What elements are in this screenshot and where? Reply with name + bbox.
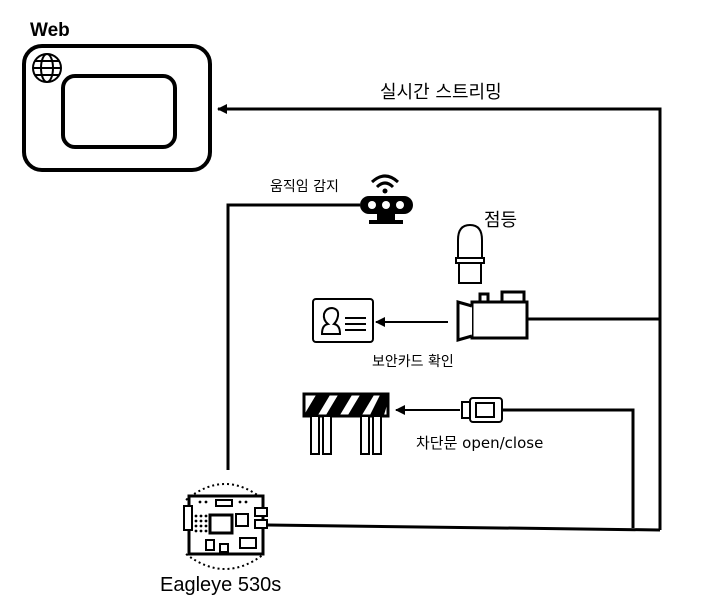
light-bulb-icon — [455, 223, 485, 284]
barrier-label: 차단문 open/close — [416, 434, 544, 452]
light-label: 점등 — [484, 210, 518, 231]
barrier-icon — [302, 392, 390, 455]
web-monitor-icon — [22, 44, 212, 172]
streaming-line — [217, 104, 662, 530]
board-label: Eagleye 530s — [160, 574, 282, 596]
id-card-label: 보안카드 확인 — [372, 354, 454, 370]
board-to-sensor-line — [226, 203, 360, 470]
streaming-label: 실시간 스트리밍 — [380, 82, 502, 103]
actuator-icon — [461, 397, 503, 423]
motion-label: 움직임 감지 — [270, 179, 339, 195]
board-icon — [183, 483, 268, 570]
globe-icon — [32, 53, 62, 83]
board-to-actuator-line — [503, 408, 635, 528]
web-label: Web — [30, 20, 70, 41]
id-card-icon — [312, 298, 374, 343]
motion-sensor-icon — [360, 174, 413, 224]
camera-icon — [456, 290, 529, 342]
board-to-bus-line — [267, 523, 661, 532]
connection-lines — [217, 104, 662, 532]
